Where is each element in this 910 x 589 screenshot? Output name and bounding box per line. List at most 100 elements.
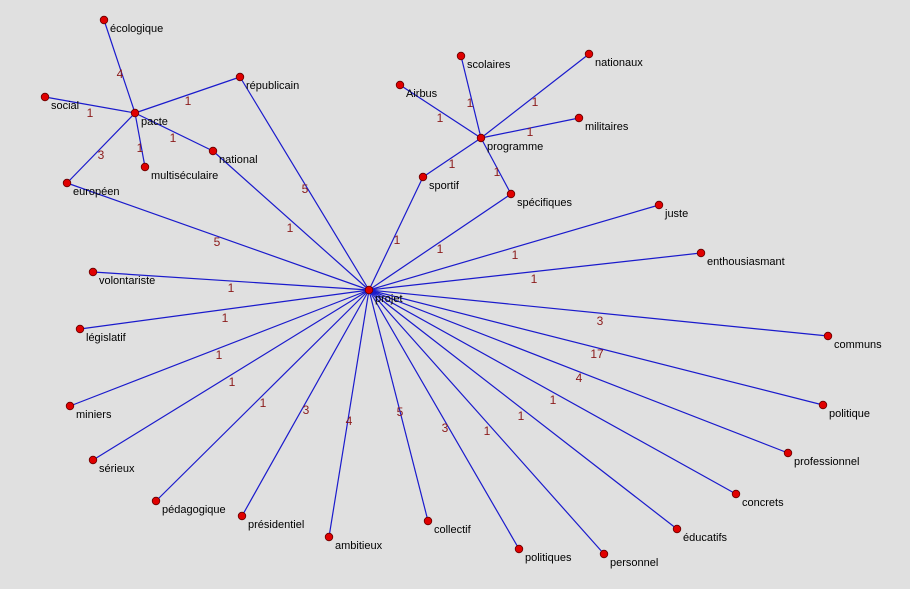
node-dot-icon[interactable] [208, 146, 218, 156]
node-dot-icon[interactable] [75, 324, 85, 334]
node-collectif[interactable]: collectif [423, 516, 472, 536]
node-dot-icon[interactable] [514, 544, 524, 554]
node-label[interactable]: national [219, 154, 258, 166]
node-presidentiel[interactable]: présidentiel [237, 511, 304, 531]
node-specifiques[interactable]: spécifiques [506, 189, 573, 209]
node-label[interactable]: écologique [110, 23, 163, 35]
node-communs[interactable]: communs [823, 331, 882, 351]
node-dot-icon[interactable] [696, 248, 706, 258]
node-label[interactable]: politiques [525, 552, 572, 564]
node-volontariste[interactable]: volontariste [88, 267, 155, 287]
node-dot-icon[interactable] [783, 448, 793, 458]
node-projet[interactable]: projet [364, 285, 403, 305]
node-nationaux[interactable]: nationaux [584, 49, 643, 69]
node-label[interactable]: Airbus [406, 88, 438, 100]
node-label[interactable]: européen [73, 186, 120, 198]
node-dot-icon[interactable] [151, 496, 161, 506]
node-multiseculaire[interactable]: multiséculaire [140, 162, 218, 182]
node-label[interactable]: présidentiel [248, 519, 304, 531]
node-label[interactable]: communs [834, 339, 882, 351]
node-label[interactable]: nationaux [595, 57, 643, 69]
node-label[interactable]: politique [829, 408, 870, 420]
edge-projet-professionnel [368, 289, 789, 454]
node-dot-icon[interactable] [476, 133, 486, 143]
node-label[interactable]: professionnel [794, 456, 859, 468]
node-dot-icon[interactable] [324, 532, 334, 542]
node-dot-icon[interactable] [418, 172, 428, 182]
node-dot-icon[interactable] [574, 113, 584, 123]
node-dot-icon[interactable] [654, 200, 664, 210]
node-educatifs[interactable]: éducatifs [672, 524, 728, 544]
node-dot-icon[interactable] [395, 80, 405, 90]
node-label[interactable]: enthousiasmant [707, 256, 785, 268]
node-dot-icon[interactable] [88, 455, 98, 465]
node-label[interactable]: projet [375, 293, 403, 305]
node-dot-icon[interactable] [584, 49, 594, 59]
node-ambitieux[interactable]: ambitieux [324, 532, 383, 552]
node-europeen[interactable]: européen [62, 178, 120, 198]
node-pacte[interactable]: pacte [130, 108, 168, 128]
node-scolaires[interactable]: scolaires [456, 51, 511, 71]
node-juste[interactable]: juste [654, 200, 688, 220]
node-politique[interactable]: politique [818, 400, 870, 420]
node-miniers[interactable]: miniers [65, 401, 112, 421]
edge-weight-label: 1 [394, 233, 401, 247]
node-dot-icon[interactable] [140, 162, 150, 172]
node-label[interactable]: pacte [141, 116, 168, 128]
node-dot-icon[interactable] [65, 401, 75, 411]
node-label[interactable]: républicain [246, 80, 299, 92]
node-label[interactable]: législatif [86, 332, 127, 344]
node-national[interactable]: national [208, 146, 258, 166]
node-label[interactable]: sportif [429, 180, 460, 192]
node-dot-icon[interactable] [237, 511, 247, 521]
node-dot-icon[interactable] [818, 400, 828, 410]
node-militaires[interactable]: militaires [574, 113, 629, 133]
edge-pacte-republicain [134, 76, 241, 114]
node-airbus[interactable]: Airbus [395, 80, 438, 100]
node-dot-icon[interactable] [62, 178, 72, 188]
node-label[interactable]: pédagogique [162, 504, 226, 516]
node-label[interactable]: juste [664, 208, 688, 220]
node-label[interactable]: ambitieux [335, 540, 383, 552]
node-label[interactable]: scolaires [467, 59, 511, 71]
node-dot-icon[interactable] [364, 285, 374, 295]
node-dot-icon[interactable] [731, 489, 741, 499]
node-politiques[interactable]: politiques [514, 544, 572, 564]
node-enthousiasmant[interactable]: enthousiasmant [696, 248, 785, 268]
node-label[interactable]: collectif [434, 524, 472, 536]
node-dot-icon[interactable] [599, 549, 609, 559]
node-dot-icon[interactable] [823, 331, 833, 341]
node-label[interactable]: sérieux [99, 463, 135, 475]
node-label[interactable]: éducatifs [683, 532, 728, 544]
node-label[interactable]: multiséculaire [151, 170, 218, 182]
node-label[interactable]: volontariste [99, 275, 155, 287]
node-social[interactable]: social [40, 92, 79, 112]
node-concrets[interactable]: concrets [731, 489, 784, 509]
node-sportif[interactable]: sportif [418, 172, 460, 192]
node-dot-icon[interactable] [88, 267, 98, 277]
node-dot-icon[interactable] [423, 516, 433, 526]
node-legislatif[interactable]: législatif [75, 324, 127, 344]
node-dot-icon[interactable] [235, 72, 245, 82]
node-label[interactable]: programme [487, 141, 543, 153]
edge-weight-label: 4 [117, 67, 124, 81]
node-personnel[interactable]: personnel [599, 549, 658, 569]
node-label[interactable]: miniers [76, 409, 112, 421]
node-pedagogique[interactable]: pédagogique [151, 496, 226, 516]
node-label[interactable]: spécifiques [517, 197, 573, 209]
node-label[interactable]: personnel [610, 557, 658, 569]
node-dot-icon[interactable] [456, 51, 466, 61]
node-programme[interactable]: programme [476, 133, 543, 153]
node-label[interactable]: militaires [585, 121, 629, 133]
node-dot-icon[interactable] [40, 92, 50, 102]
node-dot-icon[interactable] [672, 524, 682, 534]
node-dot-icon[interactable] [99, 15, 109, 25]
node-label[interactable]: concrets [742, 497, 784, 509]
node-dot-icon[interactable] [506, 189, 516, 199]
node-dot-icon[interactable] [130, 108, 140, 118]
node-republicain[interactable]: républicain [235, 72, 299, 92]
node-ecologique[interactable]: écologique [99, 15, 163, 35]
node-label[interactable]: social [51, 100, 79, 112]
node-serieux[interactable]: sérieux [88, 455, 135, 475]
node-professionnel[interactable]: professionnel [783, 448, 859, 468]
